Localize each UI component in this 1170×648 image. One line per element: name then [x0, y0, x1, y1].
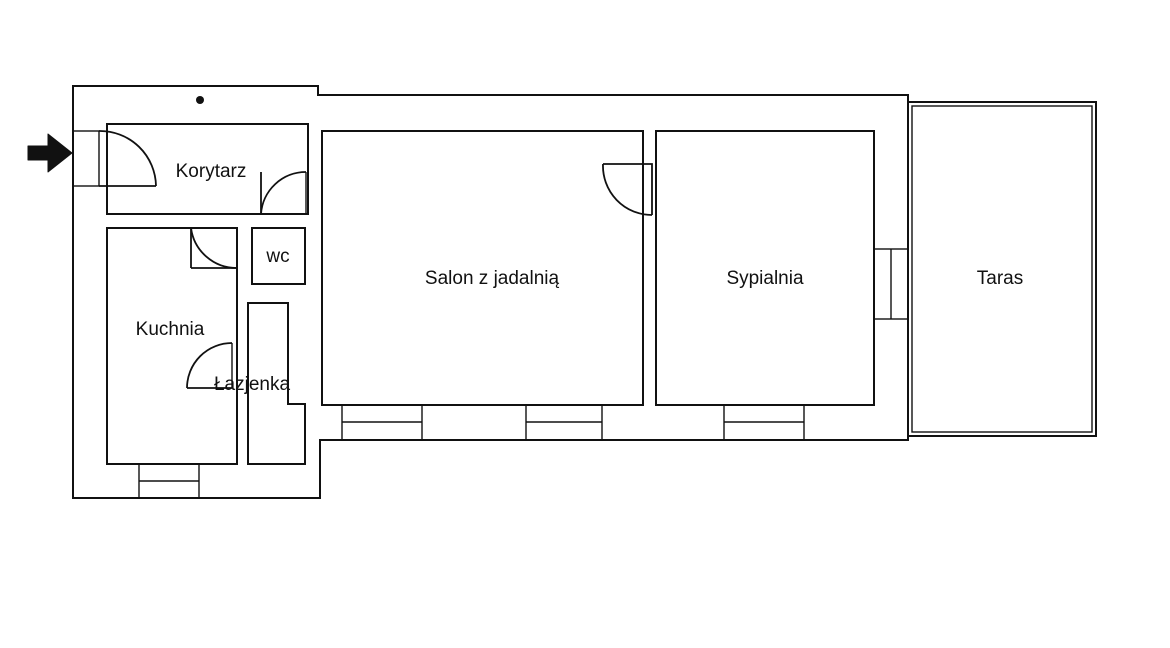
label-salon: Salon z jadalnią	[425, 268, 560, 289]
label-wc: wc	[265, 246, 289, 267]
dot-marker-icon	[196, 96, 204, 104]
room-sypialnia	[655, 130, 909, 441]
label-korytarz: Korytarz	[176, 161, 247, 182]
room-salon	[321, 130, 653, 441]
room-wc	[251, 227, 306, 285]
room-taras	[907, 101, 1097, 437]
label-taras: Taras	[977, 268, 1023, 289]
room-lazienka	[186, 302, 306, 465]
entrance-arrow-icon	[27, 133, 73, 173]
room-korytarz	[72, 123, 309, 215]
label-kuchnia: Kuchnia	[136, 319, 205, 340]
label-lazienka: Łazjenka	[214, 374, 290, 395]
room-kuchnia	[106, 227, 238, 499]
label-sypialnia: Sypialnia	[726, 268, 804, 289]
outer-wall	[72, 85, 909, 499]
